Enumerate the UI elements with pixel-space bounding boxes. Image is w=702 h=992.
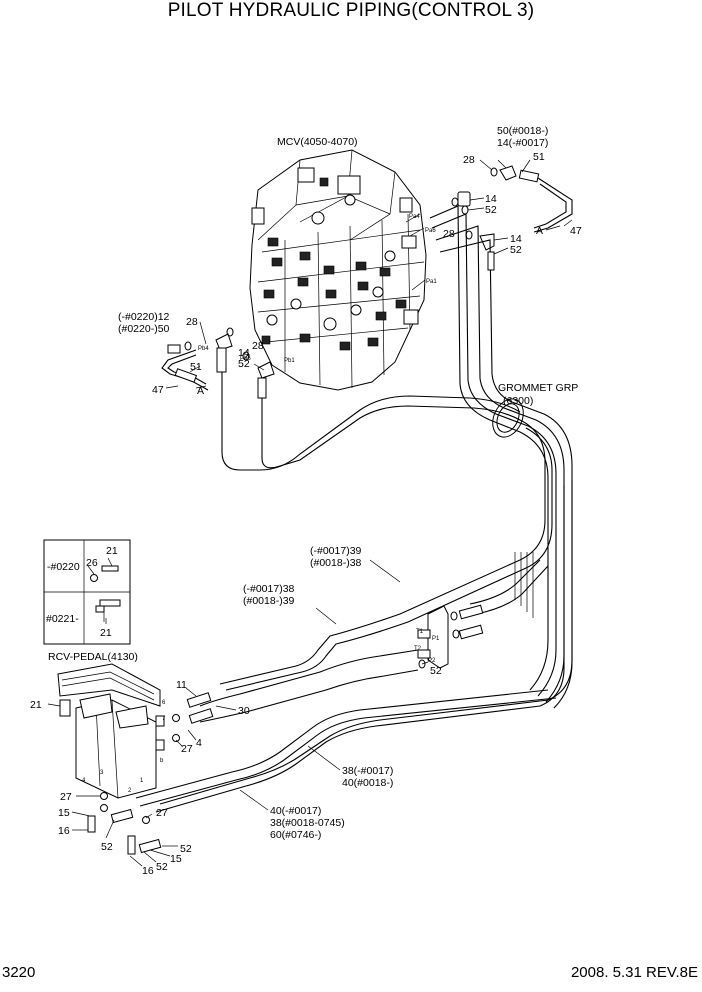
callout-14-a: 14 [485,193,497,205]
callout-28-left: 28 [186,316,198,328]
port-1: 1 [140,778,144,784]
callout-38d: 38(#0018-0745) [270,817,345,829]
callout-47-left: 47 [152,384,164,396]
callout-38b: (-#0017)38 [243,583,295,595]
port-p2: P2 [428,658,436,664]
port-pa4: Pa4 [409,214,420,220]
callout-27c: 27 [156,807,168,819]
port-b: b [160,758,164,764]
callout-a-left: A [197,385,204,397]
port-t1: T1 [416,629,424,635]
port-4: 4 [82,778,86,784]
callout-52-valve: 52 [430,665,442,677]
left-mcv-fittings [161,327,275,399]
callout-30: 30 [238,705,250,717]
callout-28-mid: 28 [252,340,264,352]
revision-date: 2008. 5.31 REV.8E [570,964,698,981]
port-pa6: Pa6 [425,228,436,234]
pipe-bundle [135,205,573,813]
port-pa1: Pa1 [426,279,437,285]
diagram-title: PILOT HYDRAULIC PIPING(CONTROL 3) [167,0,535,21]
inset-part21-top: 21 [106,545,118,557]
callout-40d: 40(-#0017) [270,805,321,817]
callout-39b: (#0018-)39 [243,595,295,607]
grommet-label-line1: GROMMET GRP [498,382,578,394]
callout-14-mid: 14 [238,347,250,359]
callout-16b: 16 [142,865,154,877]
callout-a-right: A [536,225,543,237]
junction-block [417,604,484,669]
port-pb1: Pb1 [284,358,295,364]
callout-52-b: 52 [510,244,522,256]
callout-52e: 52 [156,861,168,873]
inset-part26: 26 [86,557,98,569]
port-pb4: Pb4 [198,346,209,352]
callout-60d: 60(#0746-) [270,829,321,841]
pedal-fittings [87,692,214,855]
callout-39a: (-#0017)39 [310,545,362,557]
port-t2: T2 [414,646,422,652]
callout-51-top: 51 [533,151,545,163]
inset-row1-label: -#0220 [47,561,80,573]
callout-16a: 16 [58,825,70,837]
callout-52c: 52 [101,841,113,853]
rcv-pedal-label: RCV-PEDAL(4130) [48,651,138,663]
port-7: 7 [162,716,166,722]
leader-lines [47,159,573,867]
callout-38c: 38(-#0017) [342,765,393,777]
callout-40c: 40(#0018-) [342,777,393,789]
mcv-label: MCV(4050-4070) [277,136,358,148]
callout-52-mid: 52 [238,358,250,370]
port-2: 2 [128,788,132,794]
callout-50b: (#0220-)50 [118,323,170,335]
inset-box [43,539,131,645]
rcv-pedal [57,663,165,799]
port-3: 3 [100,770,104,776]
grommet [492,398,524,438]
callout-15b: 15 [170,853,182,865]
callout-47-right: 47 [570,225,582,237]
callout-52-a: 52 [485,204,497,216]
port-6: 6 [162,700,166,706]
callout-50: 50(#0018-) [497,125,548,137]
inset-row2-label: #0221- [46,613,79,625]
top-right-fittings [451,165,573,271]
page-number: 3220 [2,964,36,981]
callout-11: 11 [176,679,187,691]
callout-4: 4 [196,737,202,749]
callout-14-b: 14 [510,233,522,245]
callout-14: 14(-#0017) [497,137,548,149]
callout-27b: 27 [60,791,72,803]
callout-21: 21 [30,699,42,711]
callout-28-top: 28 [463,154,475,166]
callout-52d: 52 [180,843,192,855]
port-p1: P1 [432,636,440,642]
port-pb6: Pb6 [240,356,251,362]
callout-15a: 15 [58,807,70,819]
inset-part21-bottom: 21 [100,627,112,639]
callout-38a: (#0018-)38 [310,557,362,569]
callout-12: (-#0220)12 [118,311,170,323]
mcv-valve-block [249,149,427,391]
callout-27a: 27 [181,743,193,755]
grommet-label-line2: (6300) [503,395,533,407]
callout-51-left: 51 [190,361,202,373]
callout-28-b: 28 [443,228,455,240]
